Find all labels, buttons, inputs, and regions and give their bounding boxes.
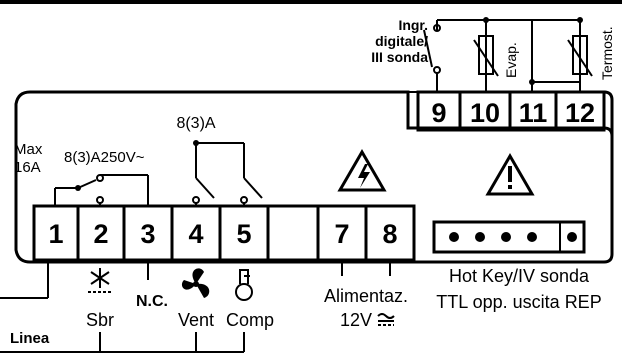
line-label: Linea <box>10 330 50 347</box>
main-relay-rating-label: 8(3)A250V~ <box>64 149 145 166</box>
controller-housing <box>14 90 614 264</box>
thermostat-label: Termost. <box>599 26 615 80</box>
terminal-10: 10 <box>470 98 500 128</box>
lightning-warning-icon <box>337 149 387 192</box>
evap-label: Evap. <box>503 42 519 78</box>
relay-rating-label: 8(3)A <box>176 115 215 132</box>
terminal-3: 3 <box>140 219 155 249</box>
top-terminal-block: 9 10 11 12 <box>416 90 606 132</box>
thermostat-probe-icon <box>572 35 588 75</box>
relay-wiring: 8(3)A Max 16A 8(3)A250V~ <box>14 115 263 206</box>
terminal-9: 9 <box>431 98 446 128</box>
max-label-2: 16A <box>14 159 41 176</box>
fan-icon <box>181 268 210 298</box>
snowflake-icon <box>88 268 112 293</box>
compressor-icon <box>235 269 253 301</box>
max-label-1: Max <box>14 141 43 158</box>
terminal-1: 1 <box>48 219 63 249</box>
exclamation-warning-icon <box>485 153 535 196</box>
digital-input-label-1: Ingr. <box>398 17 428 33</box>
ac-dc-icon <box>377 313 395 326</box>
bottom-terminal-block: 1 2 3 4 5 7 8 <box>32 204 416 262</box>
power-supply-label: Alimentaz. <box>324 286 408 306</box>
digital-input-label-3: III sonda <box>371 49 428 65</box>
compressor-label: Comp <box>226 310 274 330</box>
terminal-4: 4 <box>188 219 203 249</box>
terminal-5: 5 <box>236 219 251 249</box>
top-bar <box>0 0 622 4</box>
terminal-12: 12 <box>565 98 595 128</box>
terminal-8: 8 <box>382 219 397 249</box>
top-wiring: Ingr. digitale/ III sonda Evap. Termost. <box>371 17 615 92</box>
hotkey-connector <box>432 220 586 254</box>
terminal-11: 11 <box>519 98 548 128</box>
bottom-wiring <box>0 260 391 353</box>
terminal-2: 2 <box>93 219 108 249</box>
nc-label: N.C. <box>136 293 168 310</box>
defrost-label: Sbr <box>86 310 114 330</box>
terminal-7: 7 <box>334 219 349 249</box>
supply-voltage-label: 12V <box>340 310 372 330</box>
digital-input-label-2: digitale/ <box>375 33 428 49</box>
evap-probe-icon <box>478 35 494 75</box>
fan-label: Vent <box>178 310 214 330</box>
hotkey-label-1: Hot Key/IV sonda <box>449 266 590 286</box>
hotkey-label-2: TTL opp. uscita REP <box>436 292 601 312</box>
